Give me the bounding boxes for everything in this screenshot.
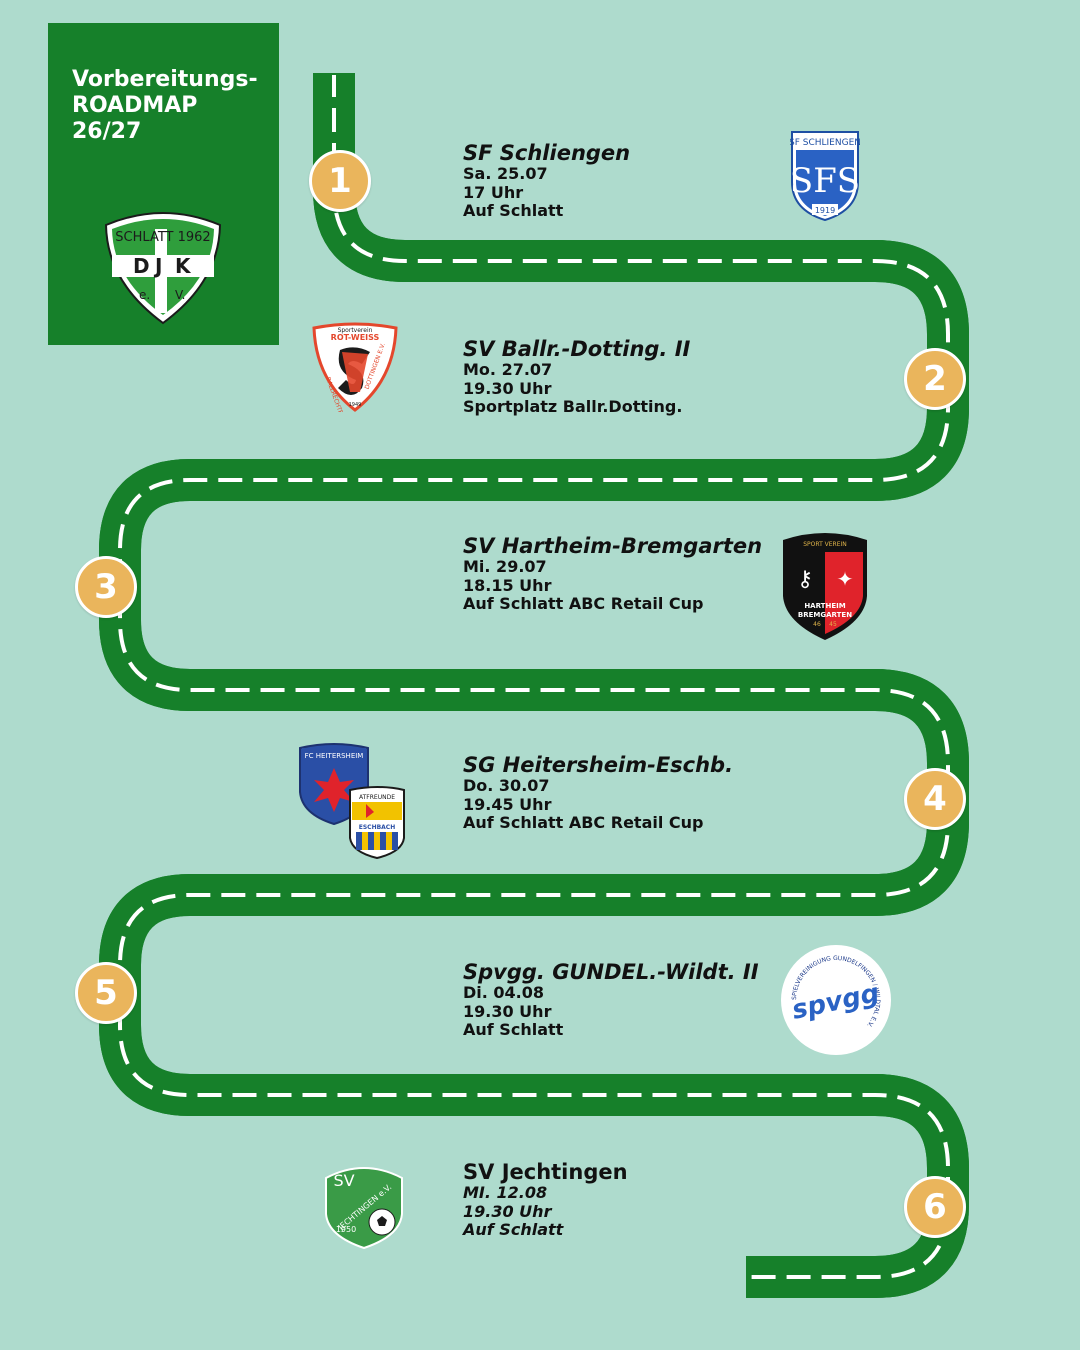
svg-text:ATFREUNDE: ATFREUNDE (359, 794, 395, 801)
title-line-2: ROADMAP (72, 93, 198, 118)
svg-text:K: K (175, 254, 192, 278)
svg-text:ESCHBACH: ESCHBACH (359, 824, 396, 831)
svg-text:46: 46 (813, 621, 821, 628)
stop-1-date: Sa. 25.07 (463, 164, 548, 183)
stop-1-info: SF Schliengen Sa. 25.07 17 Uhr Auf Schla… (463, 141, 630, 221)
svg-text:FC HEITERSHEIM: FC HEITERSHEIM (305, 752, 364, 760)
stop-1-time: 17 Uhr (463, 182, 524, 202)
stop-4-info: SG Heitersheim-Eschb. Do. 30.07 19.45 Uh… (463, 753, 733, 833)
svg-text:SV: SV (333, 1171, 354, 1190)
svg-text:HARTHEIM: HARTHEIM (804, 602, 845, 610)
stop-5-venue: Auf Schlatt (463, 1020, 564, 1039)
stop-4-date: Do. 30.07 (463, 776, 550, 795)
svg-text:Sportverein: Sportverein (338, 327, 373, 334)
stop-5-team: Spvgg. GUNDEL.-Wildt. II (463, 960, 759, 984)
stop-3-venue: Auf Schlatt ABC Retail Cup (463, 594, 704, 613)
svg-text:e.: e. (139, 288, 150, 302)
stop-6-date: MI. 12.08 (463, 1183, 548, 1202)
title-panel: Vorbereitungs- ROADMAP 26/27 SCHLATT 196… (48, 23, 279, 345)
stop-2-info: SV Ballr.-Dotting. II Mo. 27.07 19.30 Uh… (463, 337, 690, 417)
stop-2-team: SV Ballr.-Dotting. II (463, 337, 691, 361)
svg-text:1950: 1950 (336, 1225, 356, 1234)
stop-4-venue: Auf Schlatt ABC Retail Cup (463, 813, 704, 832)
stop-6-info: SV Jechtingen MI. 12.08 19.30 Uhr Auf Sc… (463, 1160, 628, 1240)
svg-text:⚷: ⚷ (797, 567, 813, 592)
svg-text:J: J (153, 254, 162, 278)
stop-6-team: SV Jechtingen (463, 1160, 628, 1184)
svg-text:SCHLATT 1962: SCHLATT 1962 (115, 230, 210, 245)
rot-weiss-crest-icon: Sportverein ROT-WEISS BALLRECHTEN DOTTIN… (312, 322, 398, 412)
stop-1-team: SF Schliengen (463, 141, 631, 165)
title-line-1: Vorbereitungs- (72, 67, 258, 92)
hartheim-crest-icon: SPORT VEREIN ⚷ ✦ HARTHEIM BREMGARTEN 46 … (783, 533, 867, 640)
svg-text:SFS: SFS (790, 161, 860, 201)
stop-3-info: SV Hartheim-Bremgarten Mi. 29.07 18.15 U… (463, 534, 762, 614)
stop-marker-5: 5 (75, 962, 137, 1024)
svg-text:1949: 1949 (349, 402, 362, 408)
stop-marker-3: 3 (75, 556, 137, 618)
svg-text:✦: ✦ (837, 567, 854, 591)
svg-text:1919: 1919 (815, 206, 835, 215)
title-line-3: 26/27 (72, 119, 142, 144)
heitersheim-eschbach-crests-icon: FC HEITERSHEIM ATFREUNDE ESCHBACH (299, 743, 405, 860)
stop-2-time: 19.30 Uhr (463, 378, 552, 398)
stop-5-info: Spvgg. GUNDEL.-Wildt. II Di. 04.08 19.30… (463, 960, 759, 1040)
stop-marker-6: 6 (904, 1176, 966, 1238)
stop-6-venue: Auf Schlatt (463, 1220, 564, 1239)
spvgg-gundelfingen-logo-icon: SPIELVEREINIGUNG GUNDELFINGEN / WILDTAL … (781, 945, 891, 1055)
svg-text:V.: V. (175, 288, 185, 302)
sf-schliengen-crest-icon: SF SCHLIENGEN SFS 1919 (790, 131, 860, 222)
svg-text:SPORT VEREIN: SPORT VEREIN (803, 541, 847, 548)
stop-5-date: Di. 04.08 (463, 983, 545, 1002)
stop-1-venue: Auf Schlatt (463, 201, 564, 220)
stop-marker-1: 1 (309, 150, 371, 212)
stop-6-time: 19.30 Uhr (463, 1201, 552, 1221)
road-center-dashes (118, 73, 950, 1279)
stop-3-date: Mi. 29.07 (463, 557, 547, 576)
stop-3-team: SV Hartheim-Bremgarten (463, 534, 763, 558)
stop-2-venue: Sportplatz Ballr.Dotting. (463, 397, 683, 416)
svg-text:ROT-WEISS: ROT-WEISS (331, 333, 380, 342)
stop-4-team: SG Heitersheim-Eschb. (463, 753, 734, 777)
stop-marker-4: 4 (904, 768, 966, 830)
svg-text:SF SCHLIENGEN: SF SCHLIENGEN (790, 138, 860, 148)
sv-jechtingen-crest-icon: SV JECHTINGEN e.V. 1950 (325, 1167, 403, 1250)
djk-schlatt-crest-icon: SCHLATT 1962 D J K e. V. (104, 212, 222, 325)
stop-2-date: Mo. 27.07 (463, 360, 553, 379)
stop-4-time: 19.45 Uhr (463, 794, 552, 814)
stop-5-time: 19.30 Uhr (463, 1001, 552, 1021)
stop-3-time: 18.15 Uhr (463, 575, 552, 595)
svg-text:45: 45 (829, 621, 837, 628)
stop-marker-2: 2 (904, 348, 966, 410)
svg-text:BREMGARTEN: BREMGARTEN (798, 611, 852, 619)
svg-text:D: D (133, 254, 150, 278)
